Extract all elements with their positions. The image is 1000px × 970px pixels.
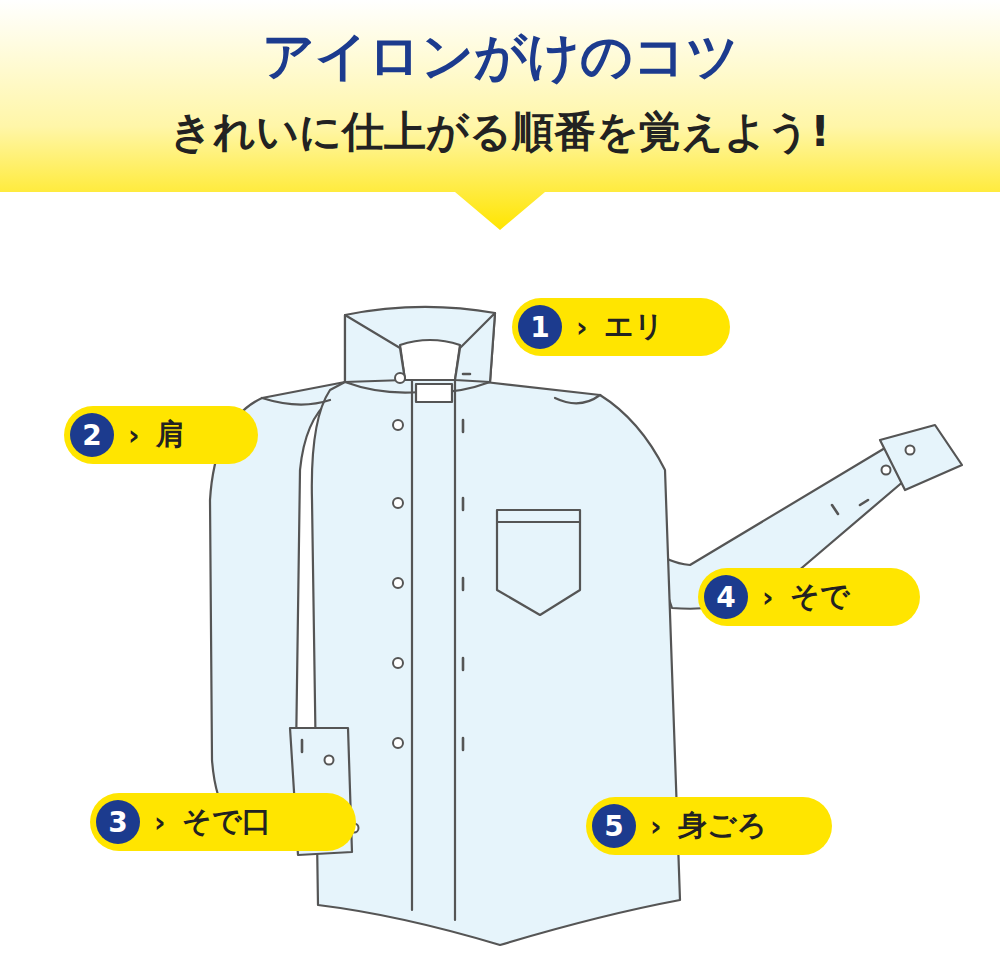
title-band [0, 0, 1000, 230]
collar-right [455, 313, 495, 382]
shirt-body [312, 382, 680, 945]
callout-pill: 5 › 身ごろ [586, 797, 832, 855]
callout-number: 1 [518, 305, 562, 349]
callout-pill: 4 › そで [698, 568, 920, 626]
chevron: › [128, 419, 140, 452]
callout-pill: 3 › そで口 [90, 793, 356, 851]
chevron: › [762, 581, 774, 614]
callout-number: 5 [592, 804, 636, 848]
callout-number: 3 [96, 800, 140, 844]
title: アイロンがけのコツ [0, 22, 1000, 92]
chevron: › [650, 810, 662, 843]
buttons [325, 373, 915, 833]
chevron: › [154, 806, 166, 839]
pocket [497, 510, 580, 615]
placket [412, 380, 455, 920]
callout-number: 4 [704, 575, 748, 619]
step-label: そで [790, 577, 850, 617]
neck-label [416, 384, 452, 402]
chevron: › [576, 311, 588, 344]
callout-pill: 2 › 肩 [64, 406, 258, 464]
callout-pill: 1 › エリ [512, 298, 730, 356]
step-label: 身ごろ [678, 806, 767, 846]
collar-left [345, 315, 405, 382]
buttonholes [302, 374, 868, 752]
collar [345, 307, 495, 393]
pocket-hem [497, 521, 580, 523]
right-cuff [880, 425, 962, 490]
yoke-seam [262, 395, 600, 405]
callout-number: 2 [70, 413, 114, 457]
step-label: 肩 [156, 415, 185, 455]
collar-inside [400, 340, 460, 380]
subtitle: きれいに仕上がる順番を覚えよう! [0, 104, 1000, 160]
step-label: エリ [604, 307, 664, 347]
step-label: そで口 [182, 802, 271, 842]
